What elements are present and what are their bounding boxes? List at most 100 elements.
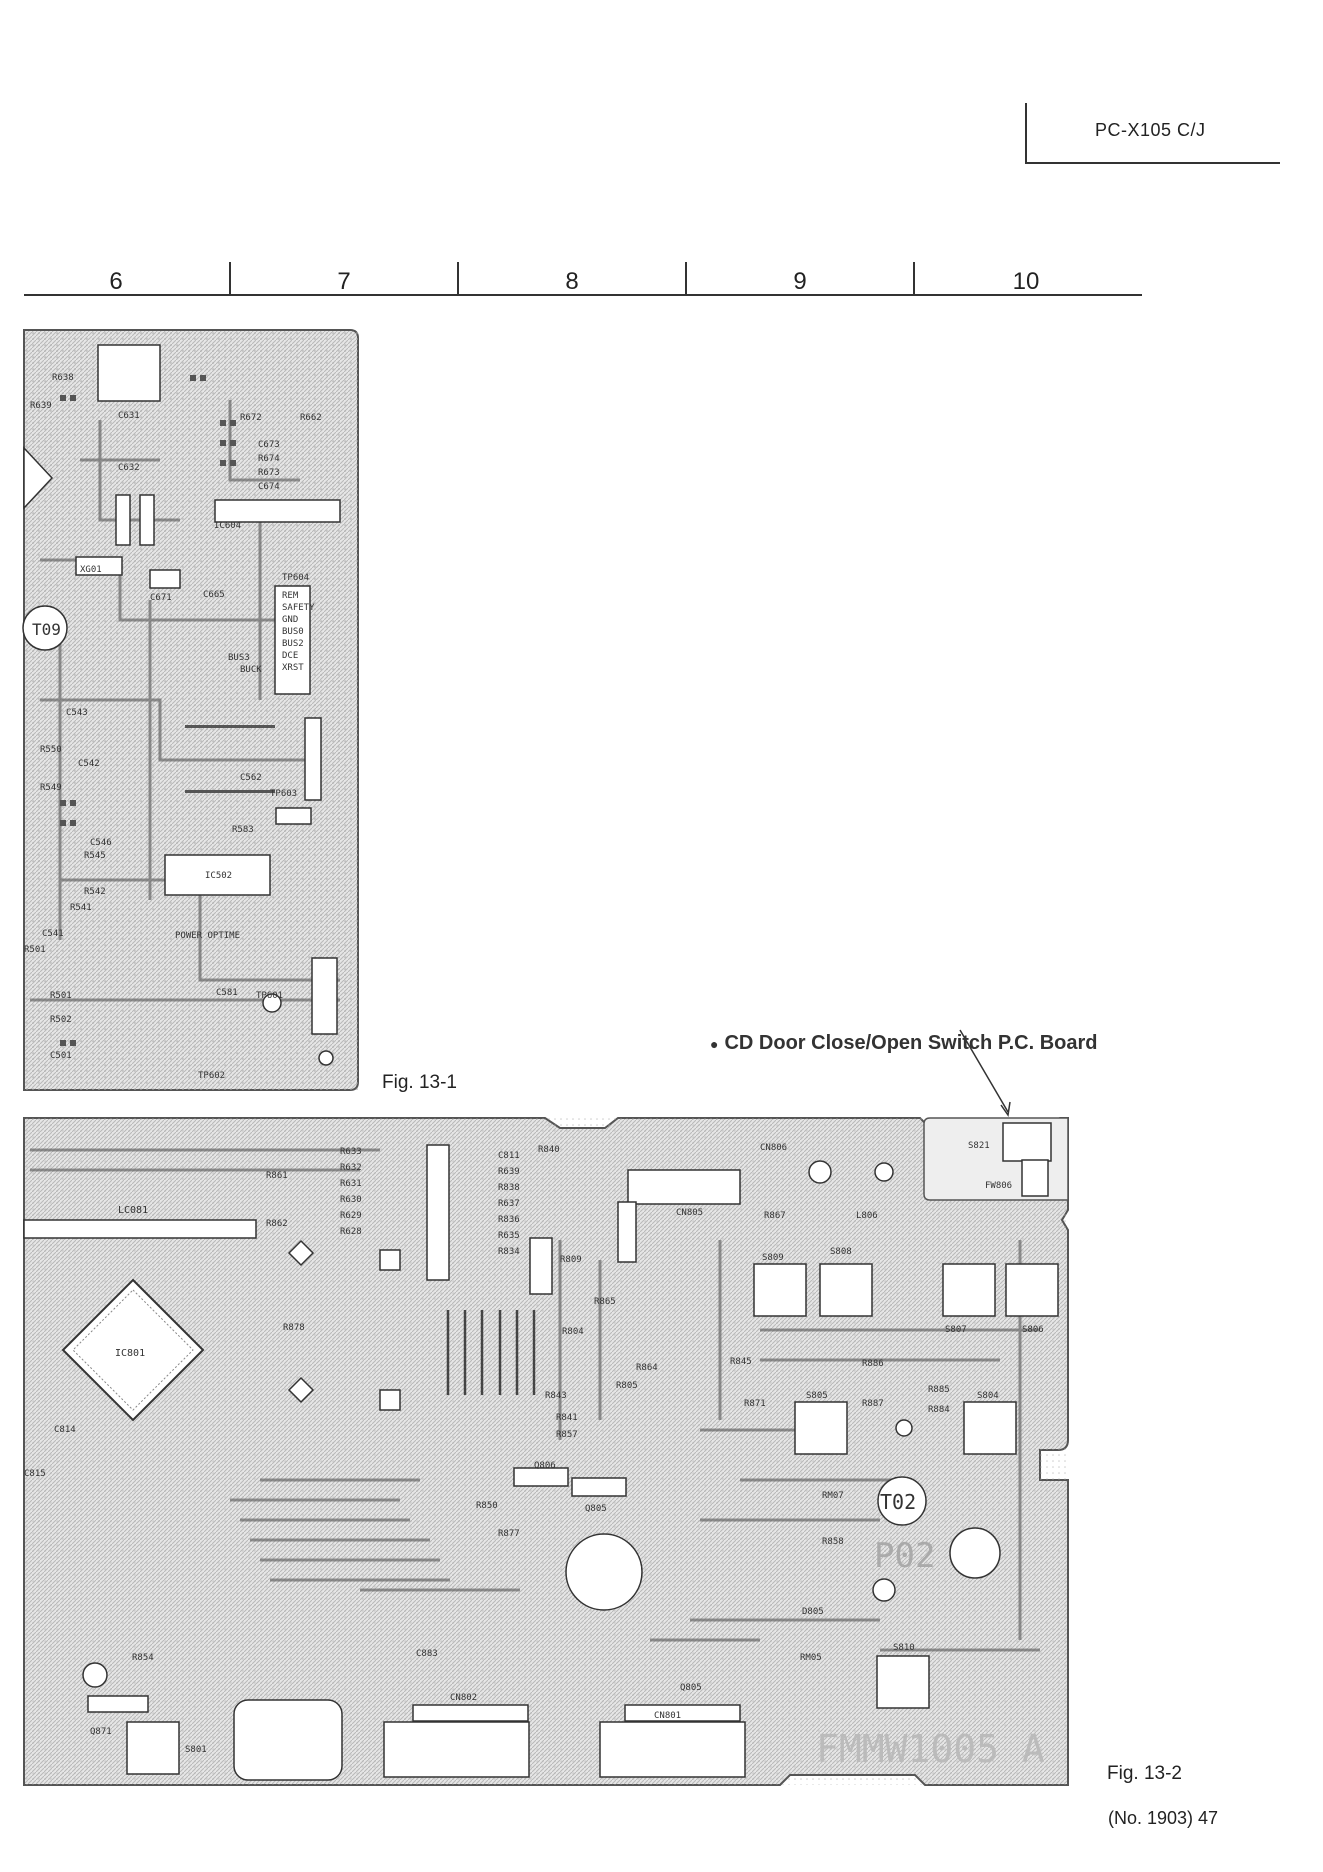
svg-text:BUS3: BUS3	[228, 653, 250, 663]
svg-text:IC801: IC801	[115, 1348, 145, 1359]
svg-text:C501: C501	[50, 1051, 72, 1061]
svg-text:TP602: TP602	[198, 1071, 225, 1081]
svg-text:R841: R841	[556, 1413, 578, 1423]
svg-text:TP604: TP604	[282, 573, 309, 583]
svg-text:R864: R864	[636, 1363, 658, 1373]
svg-text:R838: R838	[498, 1183, 520, 1193]
svg-text:C546: C546	[90, 838, 112, 848]
svg-text:R673: R673	[258, 468, 280, 478]
svg-text:R628: R628	[340, 1227, 362, 1237]
svg-text:C811: C811	[498, 1151, 520, 1161]
svg-text:POWER OPTIME: POWER OPTIME	[175, 931, 240, 941]
svg-text:C562: C562	[240, 773, 262, 783]
svg-text:S809: S809	[762, 1253, 784, 1263]
svg-text:R884: R884	[928, 1405, 950, 1415]
svg-text:S808: S808	[830, 1247, 852, 1257]
svg-text:Q805: Q805	[680, 1683, 702, 1693]
svg-text:R834: R834	[498, 1247, 520, 1257]
svg-text:TP601: TP601	[256, 991, 283, 1001]
svg-text:T09: T09	[32, 620, 61, 639]
svg-text:C815: C815	[24, 1469, 46, 1479]
svg-text:R637: R637	[498, 1199, 520, 1209]
svg-text:R843: R843	[545, 1391, 567, 1401]
column-number: 7	[337, 268, 351, 295]
figure-label: Fig. 13-2	[1107, 1763, 1182, 1784]
svg-text:Q805: Q805	[585, 1504, 607, 1514]
board-2: S821 FW806	[23, 1029, 1069, 1786]
svg-text:C883: C883	[416, 1649, 438, 1659]
svg-text:CN805: CN805	[676, 1208, 703, 1218]
svg-text:R545: R545	[84, 851, 106, 861]
header-divider-horizontal	[1025, 162, 1280, 164]
svg-text:S821: S821	[968, 1141, 990, 1151]
column-tick	[229, 262, 231, 295]
svg-text:R633: R633	[340, 1147, 362, 1157]
svg-text:BUS2: BUS2	[282, 639, 304, 649]
svg-text:R639: R639	[498, 1167, 520, 1177]
svg-text:R836: R836	[498, 1215, 520, 1225]
svg-text:S806: S806	[1022, 1325, 1044, 1335]
figure-label: Fig. 13-1	[382, 1072, 457, 1093]
svg-text:R886: R886	[862, 1359, 884, 1369]
svg-text:R638: R638	[52, 373, 74, 383]
svg-text:CN806: CN806	[760, 1143, 787, 1153]
svg-text:R632: R632	[340, 1163, 362, 1173]
svg-text:BUS0: BUS0	[282, 627, 304, 637]
svg-text:R502: R502	[50, 1015, 72, 1025]
column-number: 6	[109, 268, 123, 295]
svg-text:R854: R854	[132, 1653, 154, 1663]
svg-text:C541: C541	[42, 929, 64, 939]
svg-text:RM07: RM07	[822, 1491, 844, 1501]
svg-text:C631: C631	[118, 411, 140, 421]
svg-text:T02: T02	[880, 1490, 916, 1514]
svg-text:R887: R887	[862, 1399, 884, 1409]
svg-text:R858: R858	[822, 1537, 844, 1547]
svg-text:Q806: Q806	[534, 1461, 556, 1471]
svg-text:FMMW1005 A: FMMW1005 A	[816, 1727, 1045, 1771]
svg-text:GND: GND	[282, 615, 298, 625]
svg-text:S807: S807	[945, 1325, 967, 1335]
column-number: 9	[793, 268, 807, 295]
column-tick	[913, 262, 915, 295]
svg-text:R629: R629	[340, 1211, 362, 1221]
svg-text:R550: R550	[40, 745, 62, 755]
column-tick	[457, 262, 459, 295]
svg-text:BUCK: BUCK	[240, 665, 262, 675]
svg-text:REM: REM	[282, 591, 299, 601]
svg-text:C543: C543	[66, 708, 88, 718]
svg-text:R662: R662	[300, 413, 322, 423]
svg-text:C542: C542	[78, 759, 100, 769]
svg-text:S801: S801	[185, 1745, 207, 1755]
column-tick	[685, 262, 687, 295]
svg-text:C671: C671	[150, 593, 172, 603]
svg-text:P02: P02	[874, 1536, 935, 1576]
svg-text:C814: C814	[54, 1425, 76, 1435]
svg-text:LC081: LC081	[118, 1205, 148, 1216]
svg-text:C632: C632	[118, 463, 140, 473]
svg-text:C665: C665	[203, 590, 225, 600]
svg-text:CN801: CN801	[654, 1711, 681, 1721]
callout-text: CD Door Close/Open Switch P.C. Board	[724, 1032, 1098, 1054]
svg-text:R583: R583	[232, 825, 254, 835]
svg-text:L806: L806	[856, 1211, 878, 1221]
svg-text:R845: R845	[730, 1357, 752, 1367]
svg-text:R840: R840	[538, 1145, 560, 1155]
svg-text:R630: R630	[340, 1195, 362, 1205]
svg-text:C581: C581	[216, 988, 238, 998]
svg-text:TP603: TP603	[270, 789, 297, 799]
svg-text:R861: R861	[266, 1171, 288, 1181]
svg-text:XRST: XRST	[282, 663, 304, 673]
svg-text:FW806: FW806	[985, 1181, 1012, 1191]
svg-text:R865: R865	[594, 1297, 616, 1307]
column-number: 8	[565, 268, 579, 295]
svg-text:R867: R867	[764, 1211, 786, 1221]
svg-text:R804: R804	[562, 1327, 584, 1337]
svg-text:R631: R631	[340, 1179, 362, 1189]
svg-text:R805: R805	[616, 1381, 638, 1391]
svg-text:R635: R635	[498, 1231, 520, 1241]
svg-text:R809: R809	[560, 1255, 582, 1265]
svg-text:S805: S805	[806, 1391, 828, 1401]
svg-text:S810: S810	[893, 1643, 915, 1653]
svg-text:Q871: Q871	[90, 1727, 112, 1737]
